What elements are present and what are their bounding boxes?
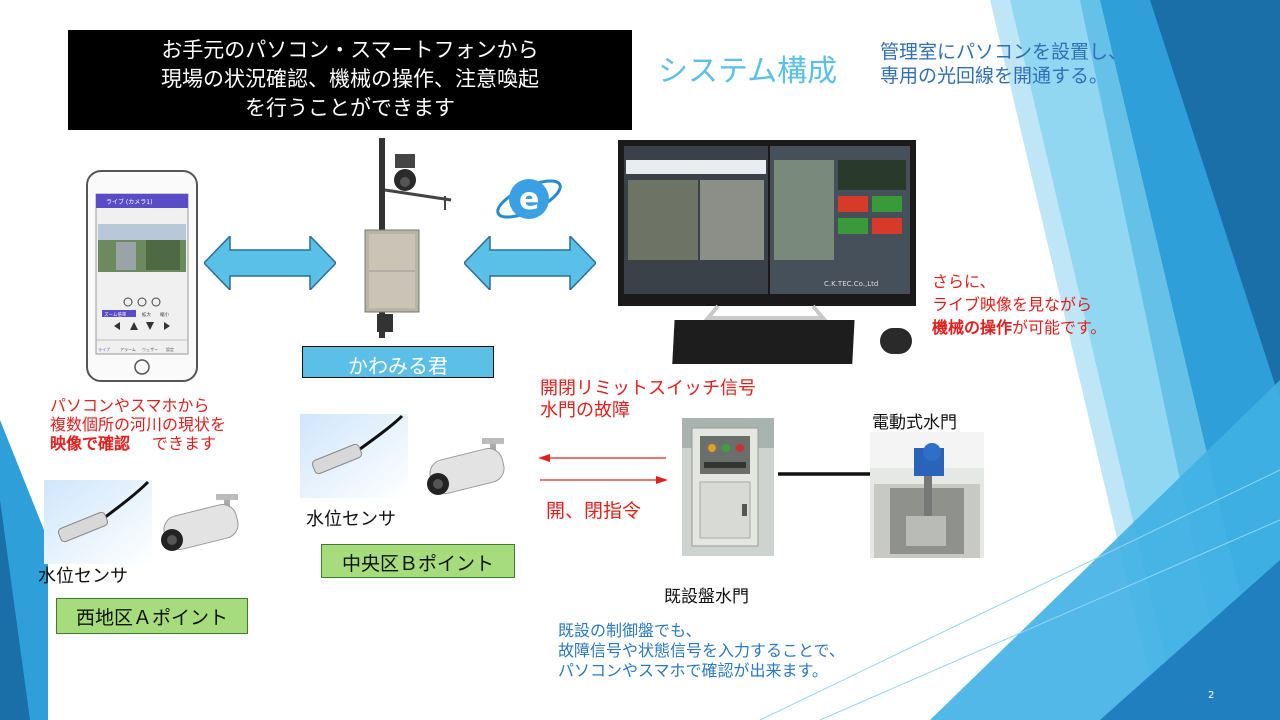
command-label: 開、閉指令	[546, 500, 642, 522]
point-b-sensor-label: 水位センサ	[306, 509, 396, 530]
panel-note-line-2: 故障信号や状態信号を入力することで、	[558, 641, 845, 660]
panel-label: 既設盤水門	[664, 587, 749, 607]
page-number: 2	[1208, 690, 1215, 701]
point-b-label: 中央区Ｂポイント	[321, 544, 515, 578]
header-line-1: お手元のパソコン・スマートフォンから	[161, 38, 539, 62]
smartphone-image: ライブ (カメラ1) ズーム倍率 拡大 縮小 ライブ アラーム ウェザー 設定	[86, 170, 198, 382]
header-line-2: 現場の状況確認、機械の操作、注意喚起	[161, 67, 539, 91]
phone-enlarge-button: 拡大	[142, 311, 151, 318]
panel-note-line-1: 既設の制御盤でも、	[558, 621, 702, 640]
header-line-3: を行うことができます	[245, 96, 455, 120]
operation-note-bold: 機械の操作	[932, 318, 1013, 337]
pc-note-rest: できます	[152, 434, 217, 453]
signal-labels: 開閉リミットスイッチ信号 水門の故障	[540, 378, 756, 422]
phone-tab-live: ライブ	[98, 346, 110, 352]
monitor-brand: C.K.TEC.Co.,Ltd	[824, 280, 878, 288]
panel-note: 既設の制御盤でも、 故障信号や状態信号を入力することで、 パソコンやスマホで確認…	[558, 621, 845, 681]
pc-note-line-2: 複数個所の河川の現状を	[50, 415, 227, 434]
phone-shrink-button: 縮小	[160, 311, 169, 318]
point-a-camera-image	[161, 494, 239, 551]
page-subtitle: 管理室にパソコンを設置し、 専用の光回線を開通する。	[880, 40, 1127, 88]
signal-arrows	[538, 454, 668, 484]
subtitle-line-1: 管理室にパソコンを設置し、	[880, 41, 1128, 63]
phone-tab-settings: 設定	[166, 346, 174, 352]
point-a-sensor-label: 水位センサ	[38, 566, 128, 587]
kawamiru-label: かわみる君	[302, 346, 494, 378]
pc-note: パソコンやスマホから 複数個所の河川の現状を 映像で確認 できます	[50, 396, 226, 453]
page-title: システム構成	[658, 54, 838, 89]
panel-note-line-3: パソコンやスマホで確認が出来ます。	[558, 661, 828, 680]
signal-line-2: 水門の故障	[540, 400, 630, 421]
browser-icon: e	[496, 179, 562, 219]
pc-monitor-image: C.K.TEC.Co.,Ltd	[618, 140, 916, 364]
operation-note-line-1: さらに、	[932, 272, 996, 291]
pc-note-line-1: パソコンやスマホから	[50, 396, 210, 415]
gate-label: 電動式水門	[872, 413, 957, 433]
phone-zoom-button: ズーム倍率	[104, 311, 127, 318]
operation-note-line-2: ライブ映像を見ながら	[932, 295, 1093, 314]
phone-tab-weather: ウェザー	[142, 346, 158, 352]
operation-note-rest: が可能です。	[1012, 318, 1107, 337]
point-b-water-sensor-image	[300, 414, 408, 498]
point-a-label: 西地区Ａポイント	[56, 598, 248, 634]
double-arrow-camera-pc	[464, 236, 596, 290]
pc-note-bold: 映像で確認	[50, 434, 131, 453]
phone-screen-header: ライブ (カメラ1)	[106, 198, 152, 206]
signal-line-1: 開閉リミットスイッチ信号	[540, 378, 756, 399]
point-a-water-sensor-image	[44, 480, 152, 564]
subtitle-line-2: 専用の光回線を開通する。	[880, 65, 1109, 87]
electric-gate-image	[870, 432, 984, 558]
svg-text:e: e	[519, 182, 539, 217]
kawamiru-pole-unit-image	[364, 138, 452, 338]
double-arrow-phone-camera	[204, 236, 336, 290]
operation-note: さらに、 ライブ映像を見ながら 機械の操作が可能です。	[932, 270, 1106, 339]
point-b-camera-image	[427, 438, 505, 495]
header-banner: お手元のパソコン・スマートフォンから 現場の状況確認、機械の操作、注意喚起 を行…	[68, 30, 632, 130]
panel-gate-connection	[778, 472, 872, 476]
phone-tab-alarm: アラーム	[120, 346, 136, 352]
existing-panel-image	[682, 418, 774, 556]
